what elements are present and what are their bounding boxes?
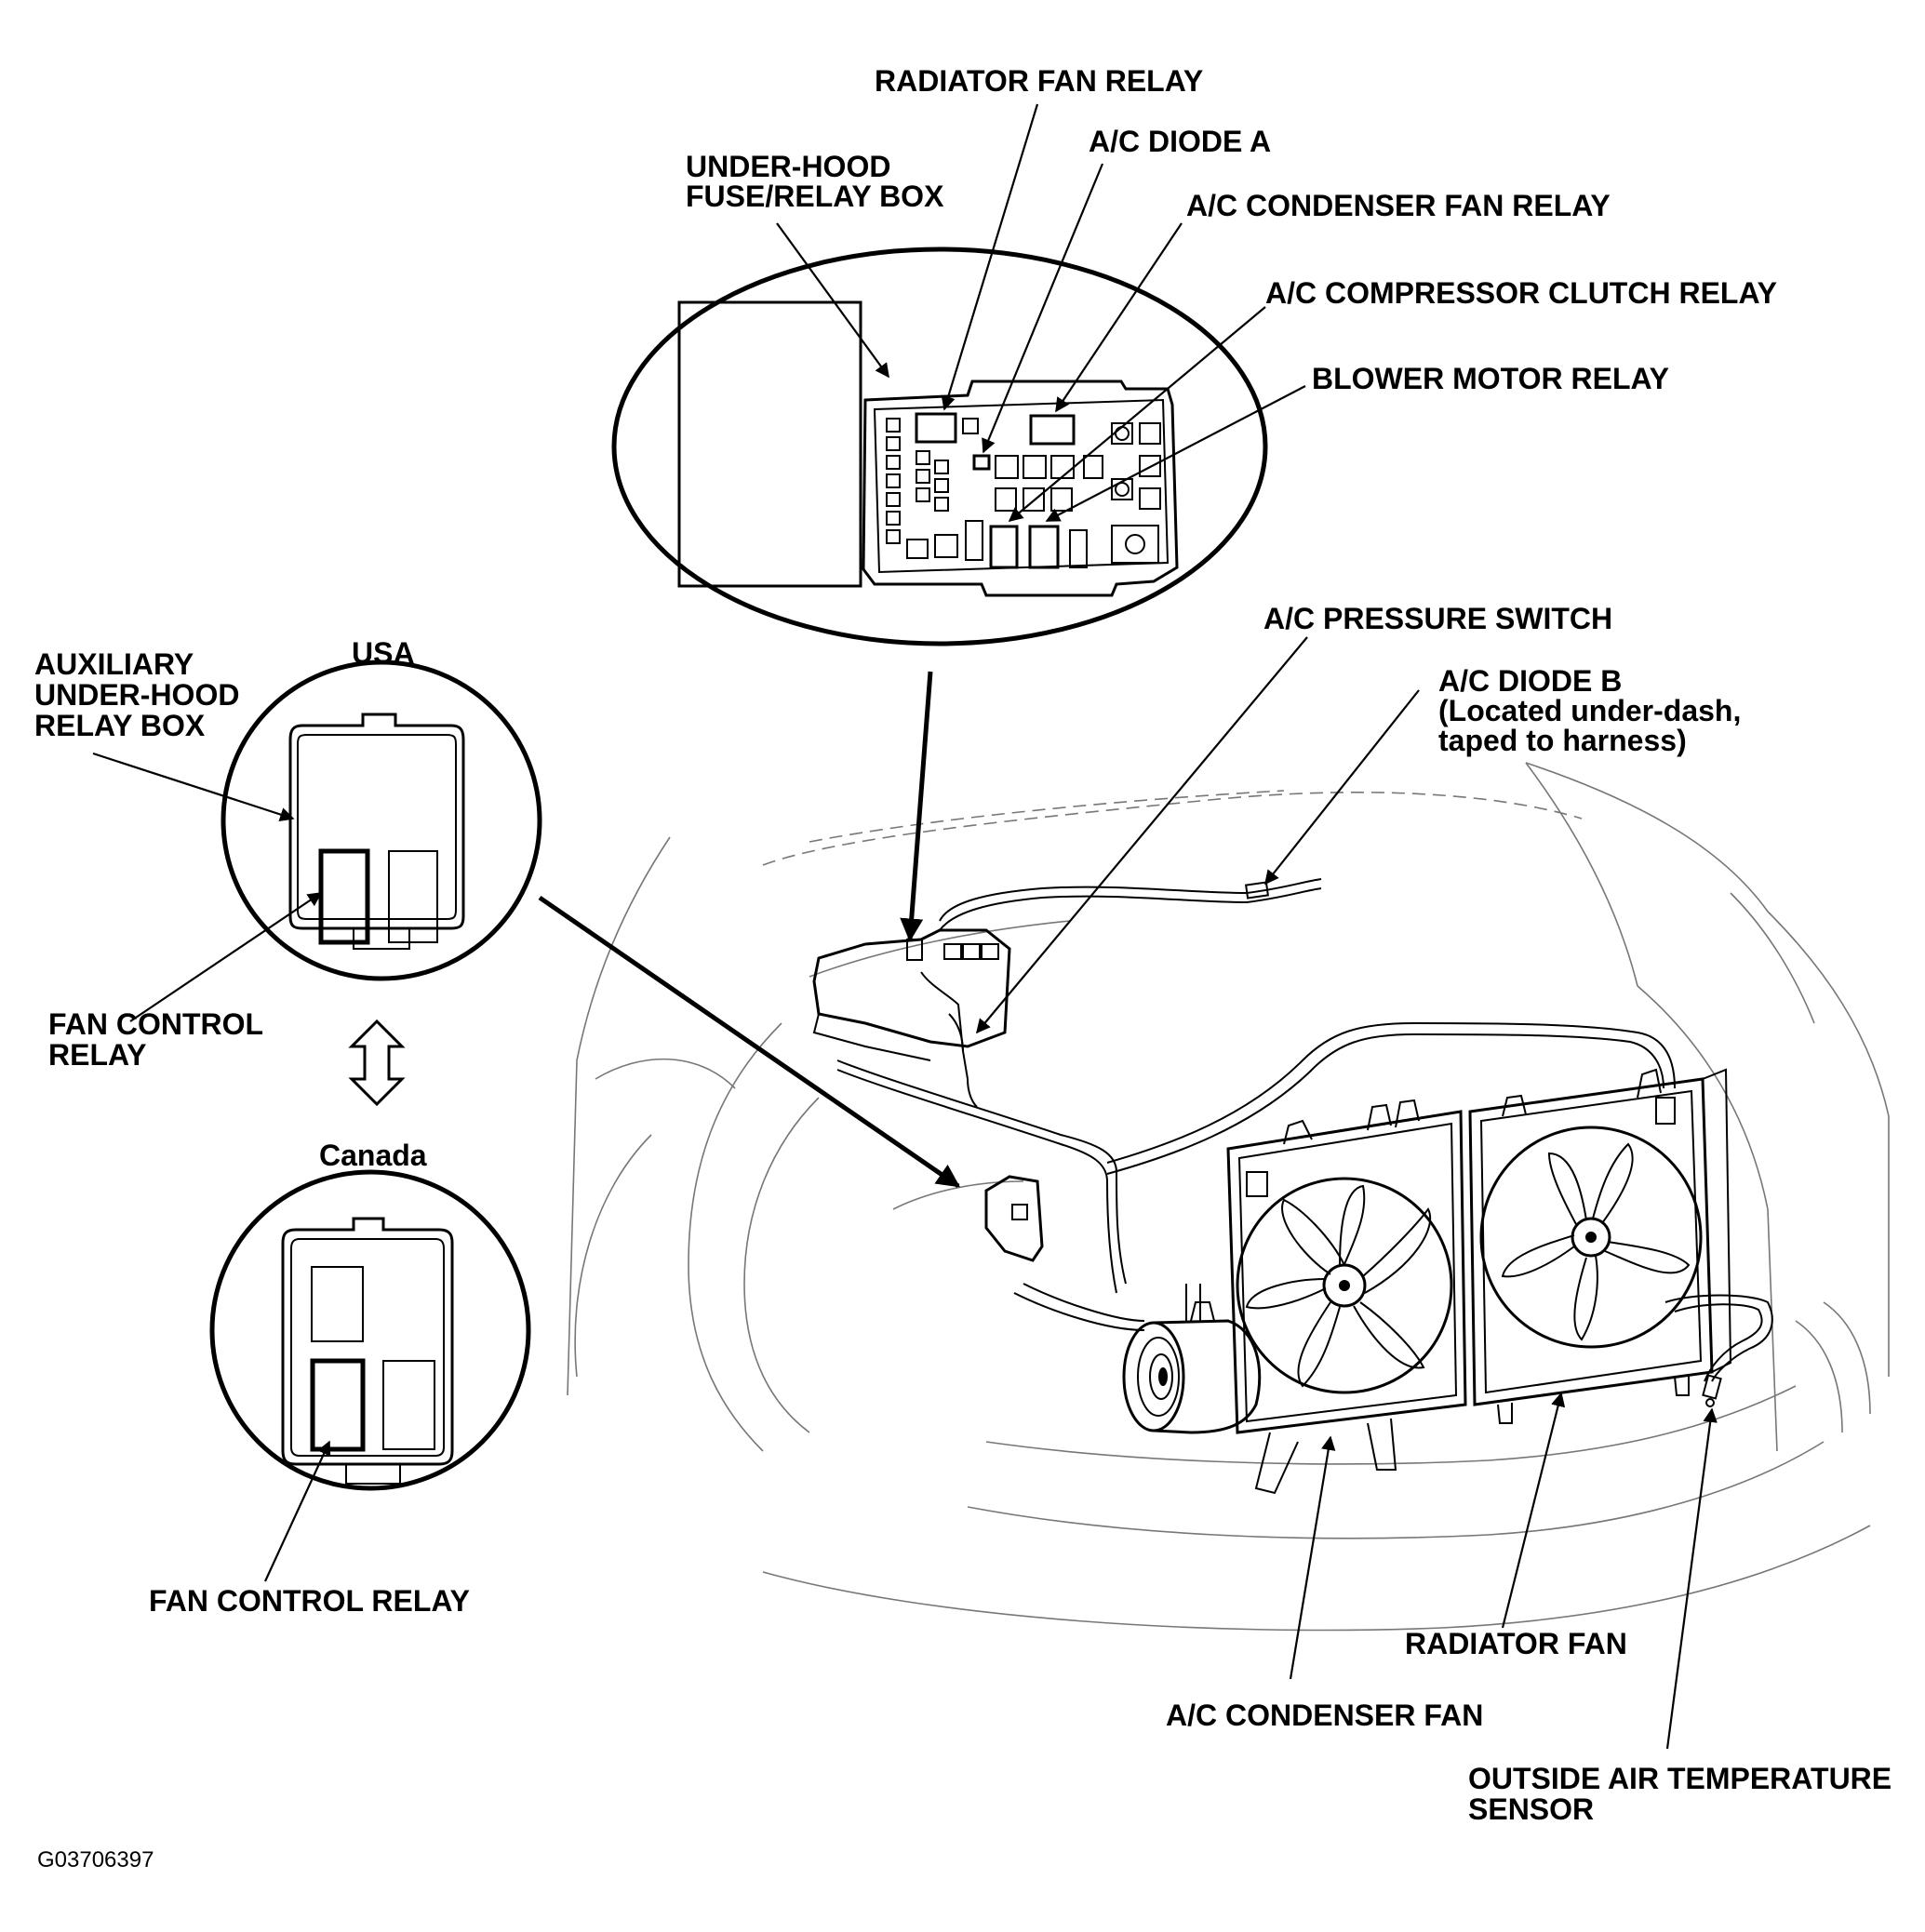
ac-condenser-fan-assembly (1226, 1099, 1467, 1495)
usa-aux-relay-box-callout (221, 660, 542, 981)
ac-diode-b-component (1245, 881, 1269, 899)
usa-canada-double-arrow (348, 1019, 406, 1107)
auxiliary-relay-box-in-vehicle (984, 1175, 1044, 1262)
label-aux-box-line2: UNDER-HOOD (34, 678, 239, 712)
under-hood-box-callout (611, 246, 1268, 646)
label-aux-box-line3: RELAY BOX (34, 709, 206, 742)
label-blower-motor-relay: BLOWER MOTOR RELAY (1312, 362, 1669, 395)
leader-lines (92, 103, 1718, 1750)
canada-fan-control-relay-slot (310, 1358, 366, 1452)
label-radiator-fan-relay: RADIATOR FAN RELAY (875, 64, 1203, 98)
ac-condenser-fan-relay-slot (1029, 414, 1076, 446)
radiator-fan-relay-slot (915, 412, 957, 444)
outside-air-temp-sensor-component (1702, 1374, 1722, 1407)
label-ac-diode-b-line2: (Located under-dash, (1438, 694, 1741, 727)
label-ac-diode-b-line3: taped to harness) (1438, 724, 1687, 757)
radiator-fan-assembly (1468, 1068, 1732, 1424)
blower-motor-relay-slot (1028, 525, 1060, 569)
label-outside-air-temp-line2: SENSOR (1468, 1792, 1594, 1826)
ac-diode-a-slot (972, 454, 991, 471)
label-ac-compressor-clutch-relay: A/C COMPRESSOR CLUTCH RELAY (1265, 276, 1777, 310)
label-under-hood-box-line2: FUSE/RELAY BOX (686, 180, 944, 213)
label-ac-condenser-fan-relay: A/C CONDENSER FAN RELAY (1186, 189, 1611, 222)
canada-aux-relay-box-callout (209, 1169, 531, 1491)
callout-arrows (538, 671, 961, 1189)
label-fan-control-relay-canada: FAN CONTROL RELAY (149, 1584, 470, 1618)
label-aux-box-line1: AUXILIARY (34, 647, 194, 681)
wire-harness (836, 878, 1773, 1382)
ac-compressor-clutch-relay-slot (989, 525, 1019, 569)
label-canada: Canada (319, 1139, 427, 1172)
label-fan-control-relay-line1: FAN CONTROL (48, 1007, 263, 1041)
label-usa: USA (352, 636, 415, 670)
under-hood-fuse-relay-box-in-vehicle (812, 928, 1011, 1108)
ac-compressor (1122, 1284, 1262, 1434)
label-fan-control-relay-line2: RELAY (48, 1038, 147, 1072)
label-ac-pressure-switch: A/C PRESSURE SWITCH (1263, 602, 1612, 635)
label-radiator-fan: RADIATOR FAN (1405, 1627, 1627, 1660)
label-ac-condenser-fan: A/C CONDENSER FAN (1166, 1699, 1483, 1732)
figure-reference-number: G03706397 (37, 1847, 154, 1872)
label-ac-diode-b-line1: A/C DIODE B (1438, 664, 1622, 698)
label-under-hood-box-line1: UNDER-HOOD (686, 150, 890, 183)
text-labels: RADIATOR FAN RELAY A/C DIODE A UNDER-HOO… (34, 64, 1892, 1872)
label-outside-air-temp-line1: OUTSIDE AIR TEMPERATURE (1468, 1762, 1892, 1795)
label-ac-diode-a: A/C DIODE A (1089, 125, 1271, 158)
